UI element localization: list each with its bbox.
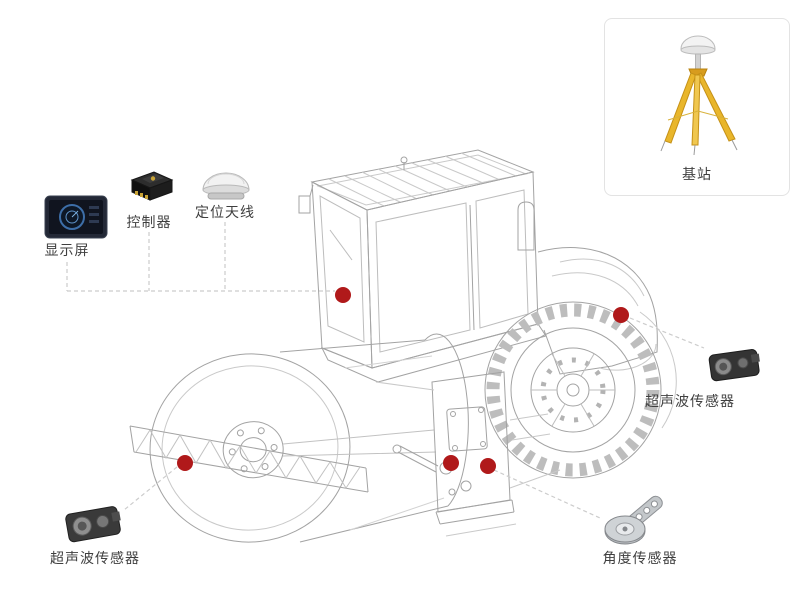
marker-frame-left — [443, 455, 459, 471]
marker-cab — [335, 287, 351, 303]
display-label: 显示屏 — [44, 243, 90, 259]
ultrasonic-left-label: 超声波传感器 — [50, 551, 140, 567]
ultrasonic-sensor-icon — [65, 506, 121, 543]
connector-ultrasonic-left — [123, 466, 178, 511]
marker-rear — [613, 307, 629, 323]
machine-body — [129, 149, 677, 543]
component-display — [42, 192, 112, 242]
gnss-dome-icon — [680, 35, 716, 70]
front-frame — [282, 371, 561, 537]
controller-label: 控制器 — [126, 215, 172, 231]
antenna-icon — [202, 172, 250, 200]
base-station-card: 基站 — [604, 18, 790, 196]
front-drum — [149, 333, 469, 543]
antenna-label: 定位天线 — [195, 205, 255, 221]
marker-frame-right — [480, 458, 496, 474]
connector-angle-sensor — [493, 469, 601, 519]
rear-wheel — [484, 301, 677, 479]
sensor-markers — [177, 287, 629, 474]
display-screen-icon — [44, 195, 108, 239]
angle-sensor-label: 角度传感器 — [602, 551, 678, 567]
connector-lines — [66, 222, 705, 519]
component-antenna — [196, 166, 256, 204]
tripod-illustration — [660, 35, 738, 156]
component-controller — [126, 164, 178, 206]
component-angle-sensor — [592, 486, 672, 548]
tripod-legs — [660, 68, 738, 156]
drum-truss-bar — [129, 425, 369, 493]
ultrasonic-sensor-icon — [708, 349, 760, 382]
base-station-label: 基站 — [682, 167, 712, 183]
ultrasonic-right-label: 超声波传感器 — [645, 394, 735, 410]
connector-ultrasonic-right — [629, 317, 705, 349]
controller-icon — [130, 171, 174, 201]
marker-drum — [177, 455, 193, 471]
angle-sensor-icon — [604, 495, 663, 545]
component-ultrasonic-right — [702, 340, 768, 388]
component-ultrasonic-left — [58, 498, 130, 550]
engine-hood — [517, 201, 658, 375]
